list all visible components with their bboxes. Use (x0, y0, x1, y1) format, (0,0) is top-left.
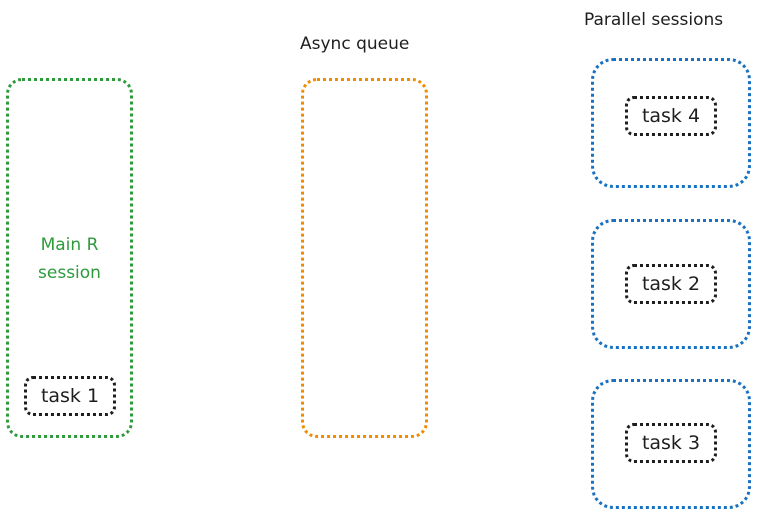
async-queue-box (301, 78, 428, 438)
parallel-sessions-heading: Parallel sessions (584, 10, 724, 30)
task-3-box: task 3 (625, 423, 717, 463)
parallel-session-box-3 (591, 379, 751, 509)
task-2-box: task 2 (625, 264, 717, 304)
task-4-label: task 4 (641, 105, 701, 127)
parallel-session-box-1 (591, 58, 751, 188)
task-1-box: task 1 (24, 376, 116, 416)
task-3-label: task 3 (641, 432, 701, 454)
task-4-box: task 4 (625, 96, 717, 136)
main-r-session-box: Main R session (6, 78, 133, 438)
main-r-session-label-line2: session (38, 263, 101, 283)
task-2-label: task 2 (641, 273, 701, 295)
main-r-session-label: Main R session (9, 231, 130, 287)
main-r-session-label-line1: Main R (40, 235, 99, 255)
task-1-label: task 1 (40, 385, 100, 407)
async-queue-heading: Async queue (300, 34, 410, 54)
parallel-session-box-2 (591, 219, 751, 349)
